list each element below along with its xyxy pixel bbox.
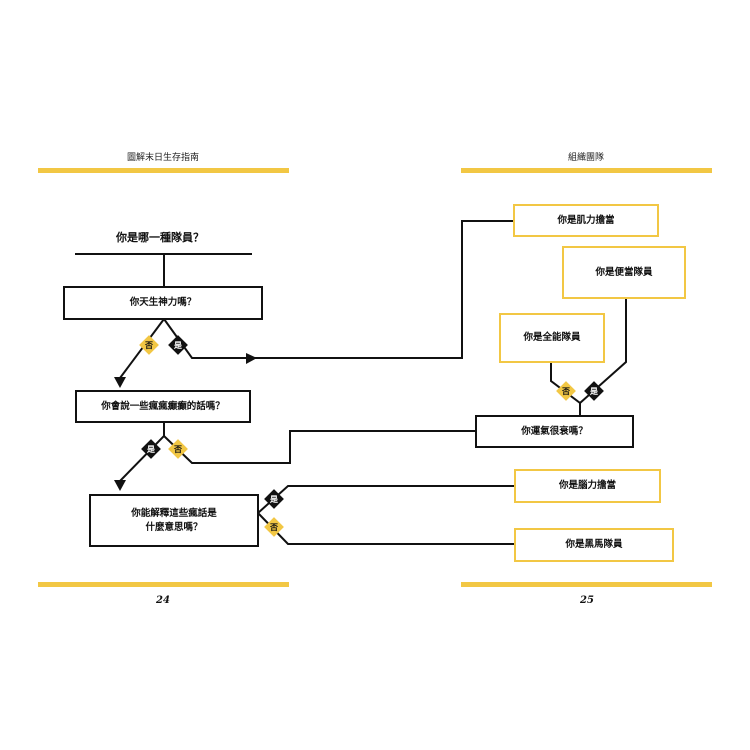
footer-rule-left <box>38 582 289 587</box>
badge-no-q2: 否 <box>168 439 188 459</box>
question-crazy-talk-text: 你會說一些瘋瘋癲癲的話嗎？ <box>101 400 225 412</box>
question-box-strength: 你天生神力嗎？ <box>63 286 263 320</box>
result-box-muscle: 你是肌力擔當 <box>513 204 659 237</box>
header-rule-right <box>461 168 712 173</box>
result-box-lunchbox: 你是便當隊員 <box>562 246 686 299</box>
question-explain-text: 你能解釋這些瘋話是什麼意思嗎？ <box>131 507 217 533</box>
result-all-round-text: 你是全能隊員 <box>523 332 581 343</box>
q3-yes-connector <box>257 485 515 514</box>
result-lunchbox-text: 你是便當隊員 <box>595 266 653 278</box>
arrowhead-down-1 <box>114 377 126 388</box>
running-header-right: 組織團隊 <box>567 153 604 163</box>
footer-rule-right <box>461 582 712 587</box>
question-box-crazy-talk: 你會說一些瘋瘋癲癲的話嗎？ <box>75 390 251 423</box>
badge-no-q4: 否 <box>556 381 576 401</box>
page-number-left: 24 <box>156 595 170 606</box>
badge-no-q1: 否 <box>139 335 159 355</box>
badge-yes-q3: 是 <box>264 489 284 509</box>
question-box-explain: 你能解釋這些瘋話是什麼意思嗎？ <box>89 494 259 547</box>
header-rule-left <box>38 168 289 173</box>
page-number-right: 25 <box>580 595 594 606</box>
badge-yes-q2: 是 <box>141 439 161 459</box>
result-box-brain: 你是腦力擔當 <box>514 469 661 503</box>
q3-no-connector <box>257 512 515 545</box>
result-muscle-text: 你是肌力擔當 <box>557 214 615 226</box>
q2-no-connector <box>163 430 476 464</box>
arrowhead-down-2 <box>114 480 126 491</box>
running-header-left: 圖解末日生存指南 <box>126 153 199 163</box>
flowchart-title: 你是哪一種隊員？ <box>116 231 204 244</box>
result-box-all-round: 你是全能隊員 <box>499 313 605 363</box>
result-box-dark-horse: 你是黑馬隊員 <box>514 528 674 562</box>
arrowhead-right <box>246 353 257 364</box>
badge-yes-q4: 是 <box>584 381 604 401</box>
question-strength-text: 你天生神力嗎？ <box>129 297 197 308</box>
result-dark-horse-text: 你是黑馬隊員 <box>565 539 623 550</box>
badge-no-q3: 否 <box>264 517 284 537</box>
question-box-bad-luck: 你運氣很衰嗎？ <box>475 415 634 448</box>
question-bad-luck-text: 你運氣很衰嗎？ <box>521 425 588 437</box>
badge-yes-q1: 是 <box>168 335 188 355</box>
result-brain-text: 你是腦力擔當 <box>558 480 616 491</box>
